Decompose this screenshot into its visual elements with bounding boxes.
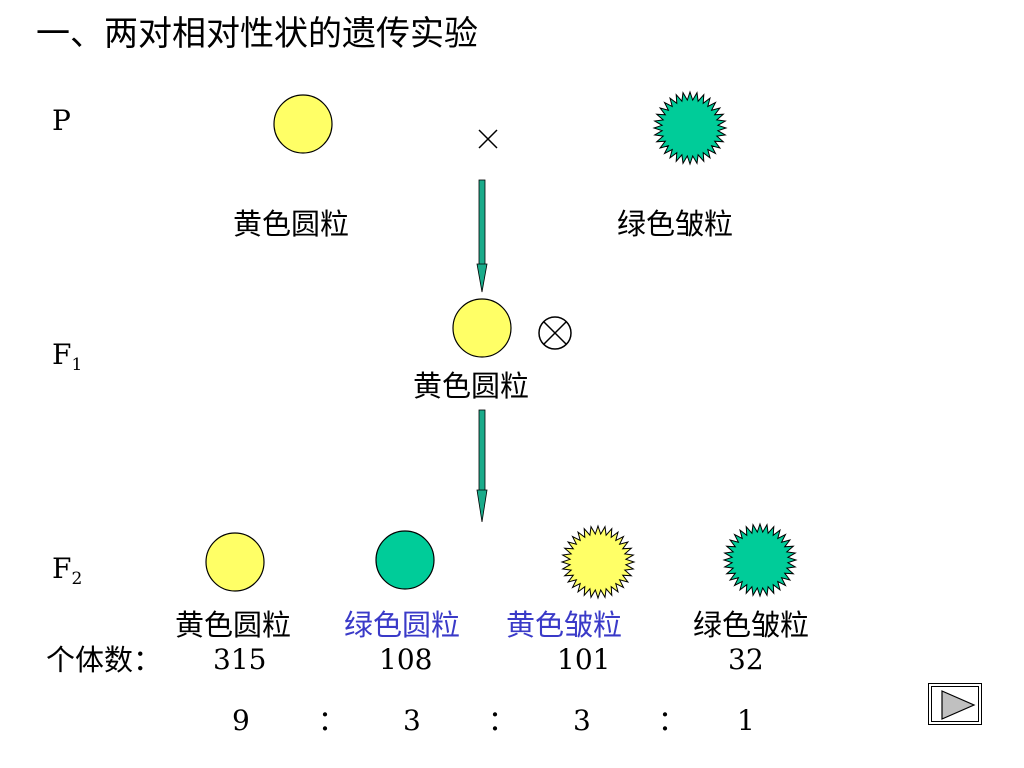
parent-left-label: 黄色圆粒 [233,207,350,241]
ratio-value: 3 [573,704,591,737]
phenotype-count: 108 [379,643,433,676]
f2-phenotype-label: 绿色圆粒 [344,608,461,642]
generation-f1-label: F1 [52,338,83,375]
f1-yellow-round-seed [452,298,512,358]
f2-phenotype-label: 黄色圆粒 [175,608,292,642]
arrow-f1-to-f2 [476,409,488,523]
phenotype-count: 101 [557,643,611,676]
cross-symbol [478,129,498,149]
generation-f2-label: F2 [52,552,83,589]
ratio-value: 3 [403,704,421,737]
f2-yellow-round-seed [205,532,265,592]
next-slide-button[interactable] [928,683,982,725]
self-cross-symbol [538,316,572,350]
ratio-separator: ： [318,704,347,737]
phenotype-count: 32 [728,643,764,676]
parent-right-label: 绿色皱粒 [617,207,734,241]
parent-yellow-round-seed [273,94,333,154]
generation-p-label: P [52,104,71,137]
ratio-value: 9 [232,704,250,737]
ratio-separator: ： [488,704,517,737]
phenotype-count: 315 [213,643,267,676]
f1-label: 黄色圆粒 [413,369,530,403]
arrow-p-to-f1 [476,179,488,293]
f2-green-wrinkled-seed [722,522,798,598]
ratio-separator: ： [658,704,687,737]
f2-yellow-wrinkled-seed [560,524,636,600]
f2-green-round-seed [375,530,435,590]
f2-phenotype-label: 黄色皱粒 [506,608,623,642]
f2-phenotype-label: 绿色皱粒 [693,608,810,642]
page-title: 一、两对相对性状的遗传实验 [36,14,478,54]
parent-green-wrinkled-seed [652,90,728,166]
play-triangle-icon [941,690,976,720]
ratio-value: 1 [737,704,755,737]
count-row-label: 个体数： [46,643,163,677]
